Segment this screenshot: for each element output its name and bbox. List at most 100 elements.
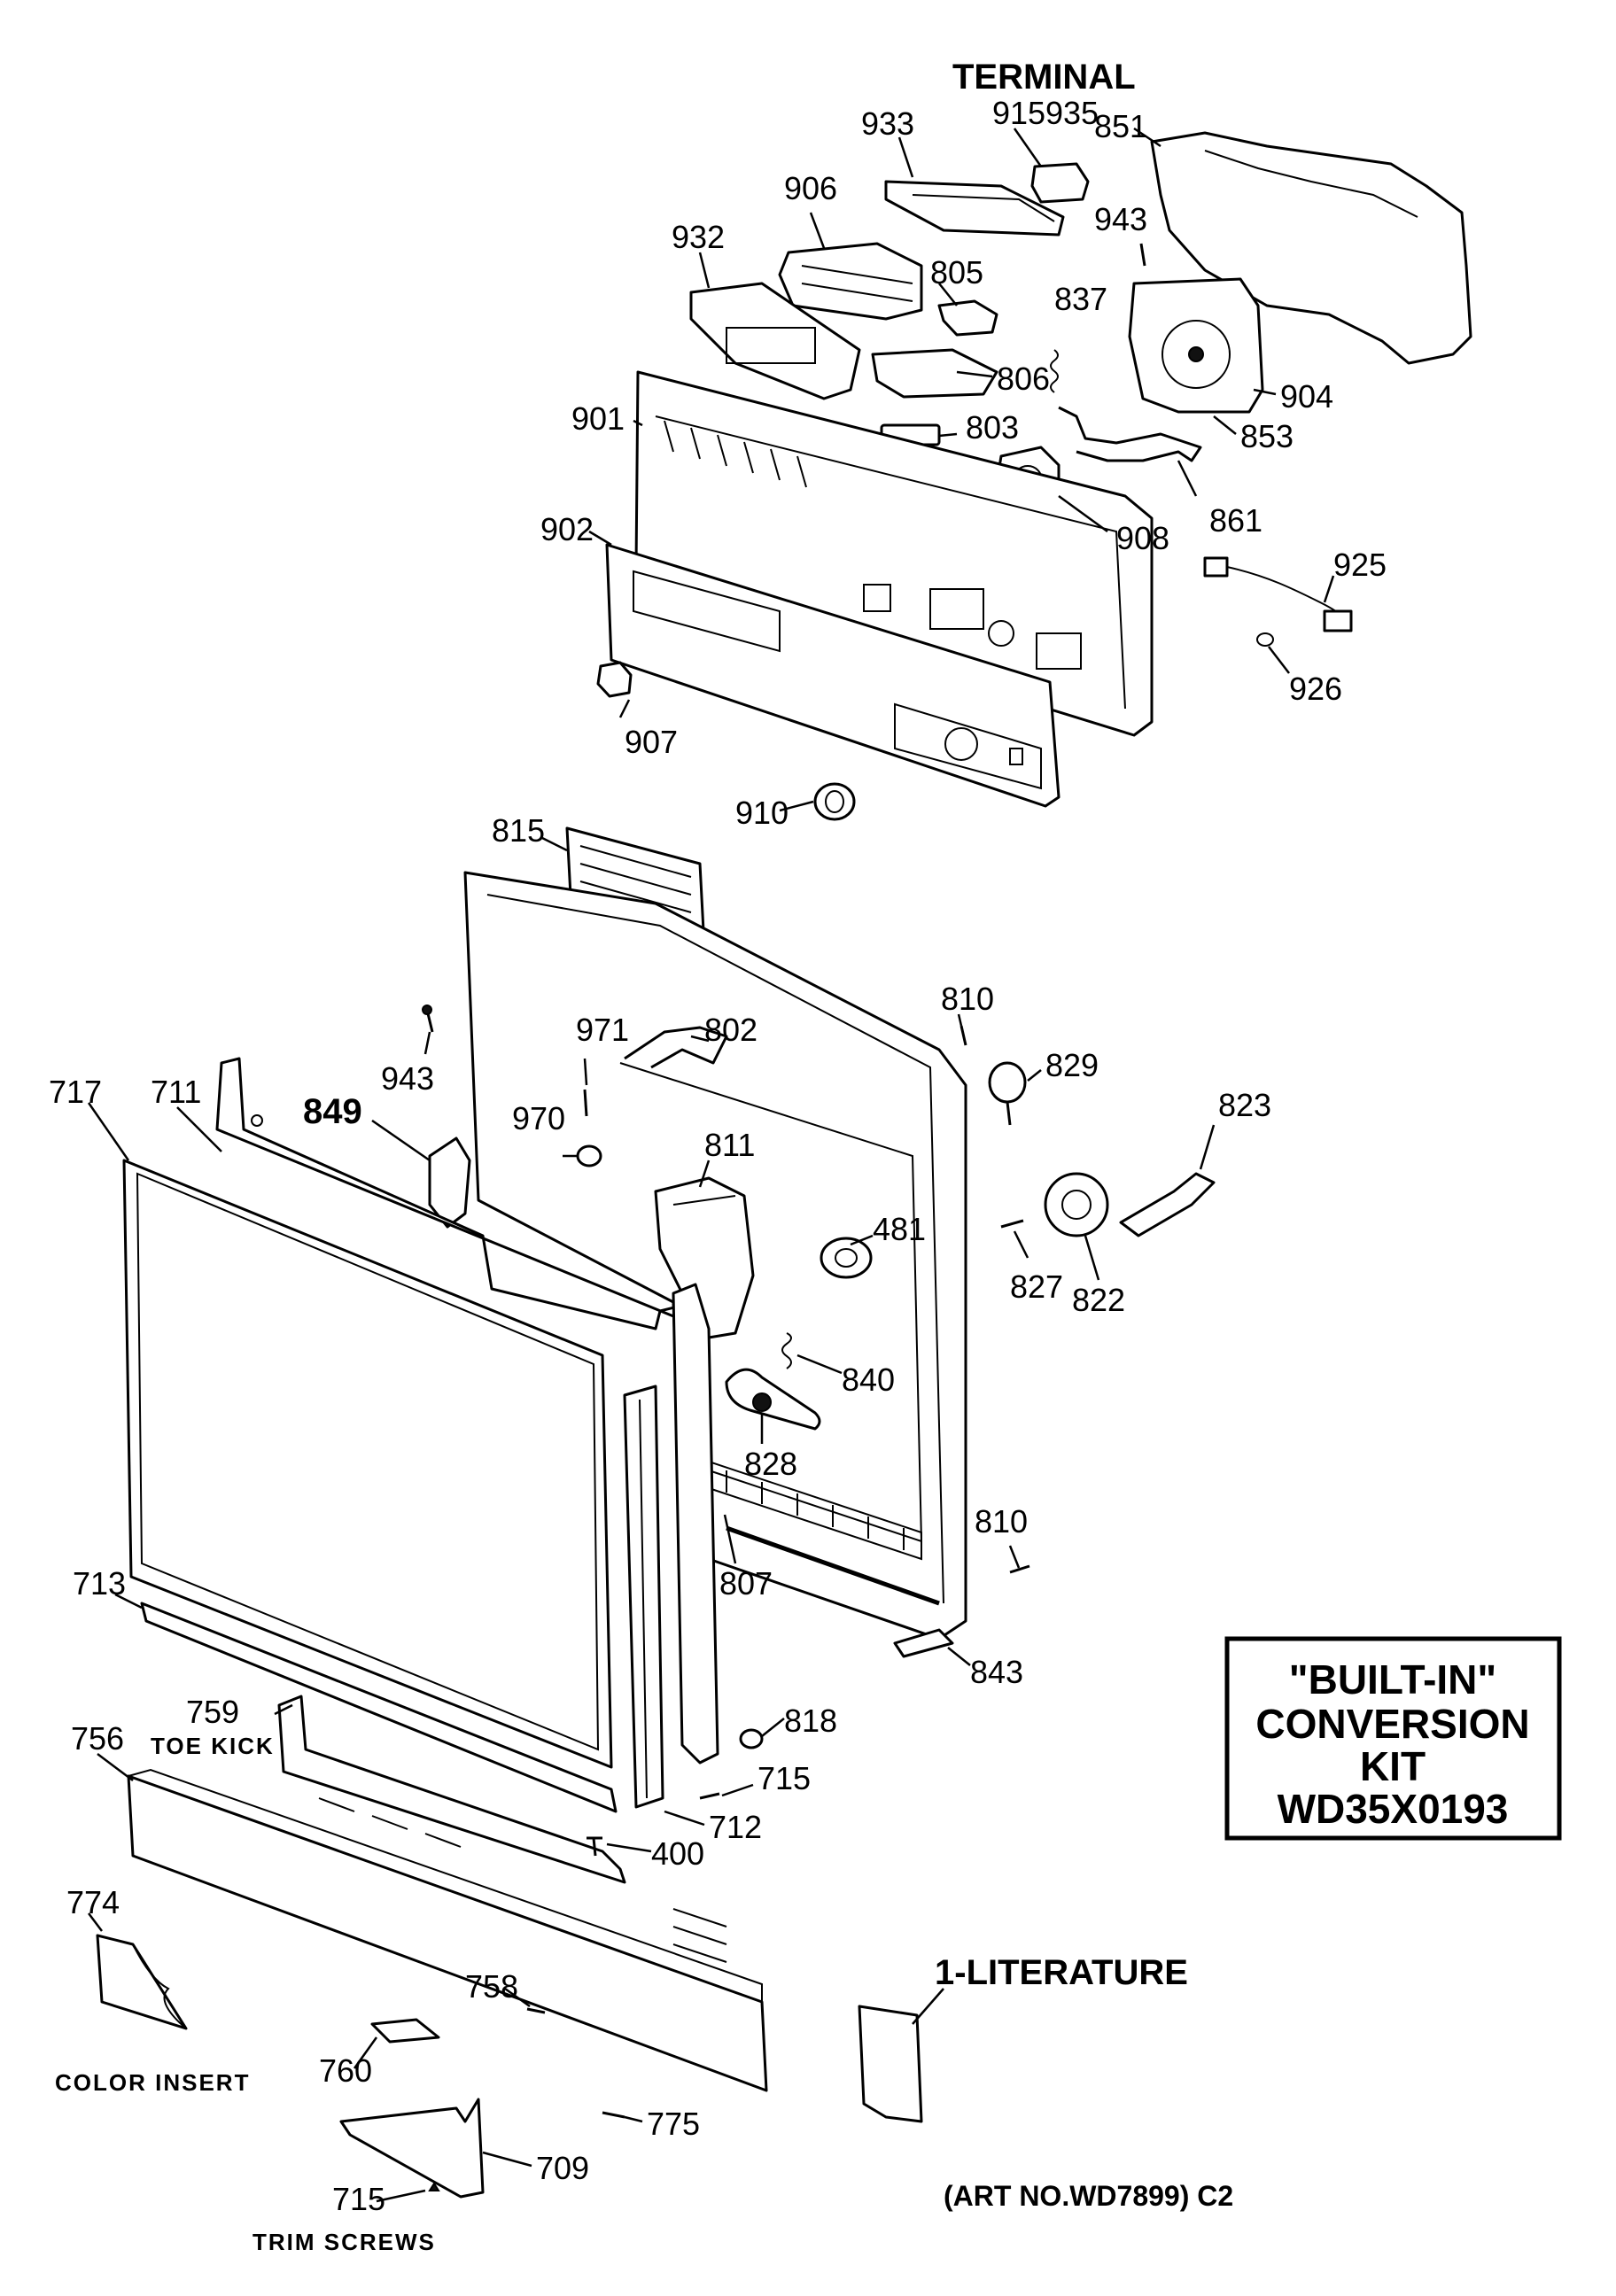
literature-heading: 1-LITERATURE: [935, 1953, 1188, 1992]
callout-822: 822: [1072, 1282, 1125, 1318]
part-925-wire-harness: [1203, 556, 1353, 632]
callout-810-top: 810: [941, 981, 994, 1017]
part-810-screw-top: [960, 1025, 967, 1046]
callout-933: 933: [861, 105, 914, 142]
callout-907: 907: [625, 724, 678, 760]
part-829-hinge-pin: [988, 1061, 1027, 1126]
leader-lines: [87, 127, 1335, 2203]
part-823-latch-arm: [1119, 1172, 1216, 1237]
part-851-control-bracket: [1150, 131, 1472, 365]
callout-815: 815: [492, 812, 545, 849]
callout-827: 827: [1010, 1268, 1063, 1305]
callout-925: 925: [1333, 547, 1387, 583]
callout-760: 760: [319, 2052, 372, 2089]
toe-kick-slots: [318, 1797, 462, 1848]
part-805-clip: [937, 299, 998, 337]
part-926-washer: [1256, 632, 1274, 647]
callout-715-a: 715: [758, 1760, 811, 1796]
part-849-hinge-bracket: [428, 1136, 471, 1229]
callout-828: 828: [744, 1446, 797, 1482]
part-840-spring: [781, 1332, 792, 1369]
callout-715-b: 715: [332, 2181, 385, 2217]
kit-line-4: WD35X0193: [1278, 1786, 1509, 1832]
art-number: (ART NO.WD7899) C2: [944, 2180, 1233, 2212]
part-902-control-panel-trim: [605, 543, 1060, 808]
part-715-screw-a: [699, 1792, 720, 1800]
part-861-lever: [1058, 406, 1202, 462]
part-904-timer: [1128, 277, 1264, 414]
callout-810-bottom: 810: [975, 1503, 1028, 1540]
part-933-terminal-cover: [884, 180, 1065, 237]
terminal-heading: TERMINAL: [952, 58, 1136, 97]
callout-758: 758: [465, 1968, 518, 2005]
part-935-terminal-block: [1030, 162, 1090, 204]
callout-807: 807: [719, 1565, 773, 1602]
callout-901: 901: [571, 400, 625, 437]
callout-908: 908: [1116, 520, 1169, 556]
part-709-trim-bracket: [339, 2098, 485, 2199]
conversion-kit-box: "BUILT-IN" CONVERSION KIT WD35X0193: [1224, 1636, 1562, 1841]
callout-915: 915: [992, 95, 1045, 131]
part-822-hinge-disc: [1044, 1172, 1109, 1237]
part-715-screw-b: [428, 2182, 440, 2191]
callout-775: 775: [647, 2106, 700, 2142]
part-906-switch-block: [778, 242, 923, 321]
part-759-toe-kick: [277, 1695, 626, 1884]
kit-line-2: CONVERSION: [1255, 1701, 1529, 1747]
callout-902: 902: [540, 511, 594, 547]
part-802-latch: [624, 1026, 728, 1069]
callout-943-left: 943: [381, 1060, 434, 1097]
trim-screws-label: TRIM SCREWS: [252, 2229, 436, 2255]
callout-861: 861: [1209, 502, 1262, 539]
callout-711: 711: [151, 1074, 201, 1110]
callout-709: 709: [536, 2150, 589, 2186]
part-811-dispenser: [654, 1176, 755, 1339]
part-970-bumper: [576, 1144, 602, 1167]
toe-kick-label: TOE KICK: [151, 1733, 275, 1759]
part-400-screw: [587, 1836, 602, 1857]
callout-926: 926: [1289, 671, 1342, 707]
part-756-kickplate: [127, 1768, 768, 2092]
callout-805: 805: [930, 254, 983, 291]
callout-818: 818: [784, 1703, 837, 1739]
kickplate-vents: [672, 1908, 727, 1963]
part-717-outer-door-panel: [122, 1159, 613, 1769]
callout-853: 853: [1240, 418, 1294, 454]
part-810-screw-bottom: [1009, 1564, 1030, 1574]
part-807-gasket-strip: [726, 1525, 940, 1606]
part-932-switch-housing: [689, 282, 861, 400]
callout-837: 837: [1054, 281, 1107, 317]
part-910-knob: [813, 782, 856, 821]
part-758-screw: [526, 2007, 546, 2014]
callout-759: 759: [186, 1694, 239, 1730]
literature-envelope: [858, 2005, 923, 2123]
callout-713: 713: [73, 1565, 126, 1602]
callout-774: 774: [66, 1884, 120, 1920]
callout-829: 829: [1045, 1047, 1099, 1083]
part-971-screw: [583, 1089, 588, 1117]
part-481-rinse-agent-cap: [820, 1237, 873, 1279]
callout-904: 904: [1280, 378, 1333, 415]
part-760-bracket: [370, 2018, 440, 2044]
callout-806: 806: [997, 361, 1050, 397]
door-side-rail: [672, 1283, 719, 1765]
part-806-insulator: [871, 348, 998, 399]
callout-943-top: 943: [1094, 201, 1147, 237]
callout-970: 970: [512, 1100, 565, 1136]
callout-935: 935: [1045, 95, 1099, 131]
part-774-color-insert: [96, 1934, 188, 2030]
part-943-screw-top: [1139, 243, 1146, 267]
part-775-screw: [602, 2111, 625, 2119]
callout-932: 932: [672, 219, 725, 255]
callout-843: 843: [970, 1654, 1023, 1690]
part-711-door-liner: [215, 1057, 684, 1330]
part-818-plug: [739, 1728, 764, 1749]
part-837-spring: [1050, 349, 1059, 393]
part-827-screw: [1000, 1219, 1024, 1229]
callout-802: 802: [704, 1012, 758, 1048]
part-943-screw-left: [422, 1004, 434, 1033]
callout-756: 756: [71, 1720, 124, 1757]
callout-481: 481: [873, 1211, 926, 1247]
callout-712: 712: [709, 1809, 762, 1845]
